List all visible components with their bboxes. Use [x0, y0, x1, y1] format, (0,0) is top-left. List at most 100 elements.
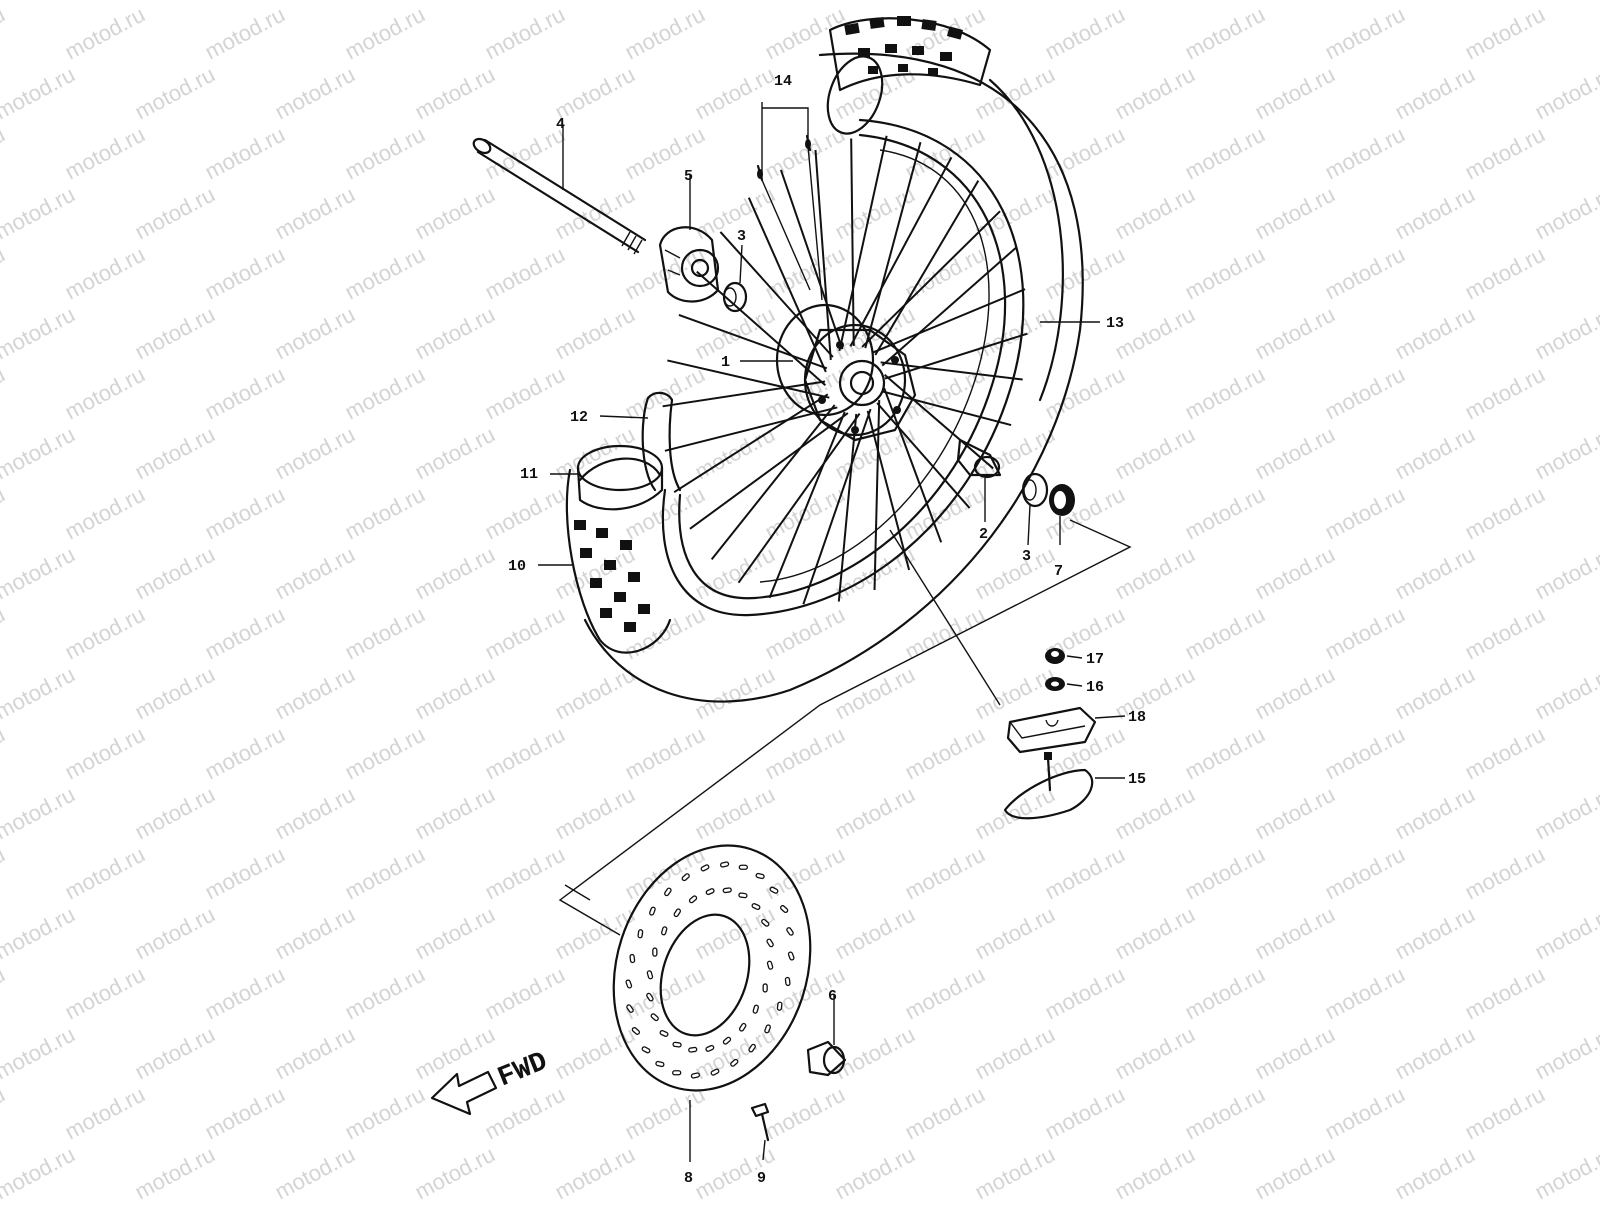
disc-vent-hole	[700, 864, 710, 872]
watermark-text: motod.ru	[761, 242, 849, 305]
watermark-text: motod.ru	[1391, 182, 1479, 245]
watermark-text: motod.ru	[1111, 182, 1199, 245]
watermark-text: motod.ru	[551, 1142, 639, 1200]
watermark-text: motod.ru	[1461, 362, 1549, 425]
watermark-text: motod.ru	[971, 542, 1059, 605]
watermark-text: motod.ru	[201, 962, 289, 1025]
disc-vent-hole	[738, 1022, 747, 1032]
watermark-text: motod.ru	[271, 542, 359, 605]
watermark-text: motod.ru	[341, 2, 429, 65]
watermark-text: motod.ru	[1181, 722, 1269, 785]
watermark-text: motod.ru	[0, 1142, 79, 1200]
disc-vent-hole	[766, 960, 774, 970]
watermark-text: motod.ru	[201, 482, 289, 545]
watermark-text: motod.ru	[1531, 302, 1600, 365]
watermark-text: motod.ru	[131, 542, 219, 605]
watermark-text: motod.ru	[1181, 362, 1269, 425]
watermark-text: motod.ru	[1321, 1082, 1409, 1145]
watermark-text: motod.ru	[551, 782, 639, 845]
watermark-text: motod.ru	[621, 122, 709, 185]
watermark-text: motod.ru	[1251, 302, 1339, 365]
watermark-text: motod.ru	[411, 782, 499, 845]
disc-vent-hole	[625, 979, 633, 989]
disc-vent-hole	[659, 1030, 669, 1037]
watermark-text: motod.ru	[271, 302, 359, 365]
watermark-text: motod.ru	[621, 722, 709, 785]
watermark-text: motod.ru	[901, 722, 989, 785]
disc-vent-hole	[655, 1060, 665, 1068]
washer	[1045, 677, 1065, 691]
watermark-text: motod.ru	[271, 662, 359, 725]
watermark-text: motod.ru	[0, 602, 9, 665]
watermark-text: motod.ru	[61, 602, 149, 665]
watermark-text: motod.ru	[621, 2, 709, 65]
watermark-text: motod.ru	[341, 122, 429, 185]
spoke	[838, 135, 888, 352]
rim-lock	[1006, 706, 1097, 754]
spoke	[678, 314, 828, 370]
dust-seal	[1049, 484, 1075, 516]
watermark-text: motod.ru	[1321, 122, 1409, 185]
watermark-text: motod.ru	[831, 0, 919, 4]
watermark-text: motod.ru	[971, 302, 1059, 365]
callout-18: 18	[1128, 709, 1146, 726]
watermark-text: motod.ru	[1321, 842, 1409, 905]
watermark-text: motod.ru	[411, 1142, 499, 1200]
disc-vent-hole	[705, 888, 715, 896]
watermark-text: motod.ru	[0, 542, 79, 605]
watermark-text: motod.ru	[1111, 662, 1199, 725]
watermark-text: motod.ru	[971, 1022, 1059, 1085]
spoke	[873, 400, 881, 591]
watermark-text: motod.ru	[1111, 902, 1199, 965]
watermark-text: motod.ru	[1111, 1022, 1199, 1085]
watermark-text: motod.ru	[1111, 62, 1199, 125]
disc-vent-hole	[719, 861, 730, 868]
watermark-text: motod.ru	[1391, 1022, 1479, 1085]
watermark-text: motod.ru	[481, 842, 569, 905]
spoke	[876, 402, 971, 509]
watermark-text: motod.ru	[201, 122, 289, 185]
watermark-text: motod.ru	[1391, 1142, 1479, 1200]
watermark-text: motod.ru	[901, 962, 989, 1025]
watermark-text: motod.ru	[131, 182, 219, 245]
watermark-text: motod.ru	[481, 482, 569, 545]
disc-vent-hole	[688, 895, 698, 904]
watermark-text: motod.ru	[0, 1082, 9, 1145]
watermark-text: motod.ru	[271, 62, 359, 125]
watermark-text: motod.ru	[481, 242, 569, 305]
disc-vent-hole	[764, 1024, 771, 1034]
watermark-text: motod.ru	[0, 902, 79, 965]
disc-vent-hole	[762, 983, 768, 993]
watermark-text: motod.ru	[1181, 842, 1269, 905]
watermark-text: motod.ru	[971, 0, 1059, 4]
watermark-text: motod.ru	[0, 242, 9, 305]
watermark-text: motod.ru	[1531, 62, 1600, 125]
watermark-text: motod.ru	[1111, 542, 1199, 605]
watermark-text: motod.ru	[271, 0, 359, 4]
disc-vent-hole	[660, 926, 668, 936]
guide-lines	[558, 519, 1132, 936]
watermark-text: motod.ru	[0, 1022, 79, 1085]
watermark-text: motod.ru	[1531, 182, 1600, 245]
watermark-text: motod.ru	[1251, 662, 1339, 725]
watermark-text: motod.ru	[1461, 842, 1549, 905]
watermark-text: motod.ru	[131, 302, 219, 365]
watermark-text: motod.ru	[1181, 482, 1269, 545]
watermark-text: motod.ru	[901, 602, 989, 665]
disc-vent-hole	[784, 976, 791, 987]
watermark-text: motod.ru	[61, 362, 149, 425]
spoke	[837, 413, 858, 602]
leader-lines	[538, 102, 1126, 1162]
watermark-text: motod.ru	[61, 2, 149, 65]
disc-vent-hole	[664, 887, 672, 897]
watermark-text: motod.ru	[1531, 542, 1600, 605]
watermark-text: motod.ru	[1041, 2, 1129, 65]
callout-8: 8	[684, 1170, 693, 1187]
callout-11: 11	[520, 466, 538, 483]
watermark-text: motod.ru	[1391, 542, 1479, 605]
callout-3-lower: 3	[1022, 548, 1031, 565]
watermark-text: motod.ru	[341, 722, 429, 785]
spacer-collar	[956, 438, 1002, 479]
watermark-text: motod.ru	[1461, 722, 1549, 785]
watermark-text: motod.ru	[1111, 782, 1199, 845]
